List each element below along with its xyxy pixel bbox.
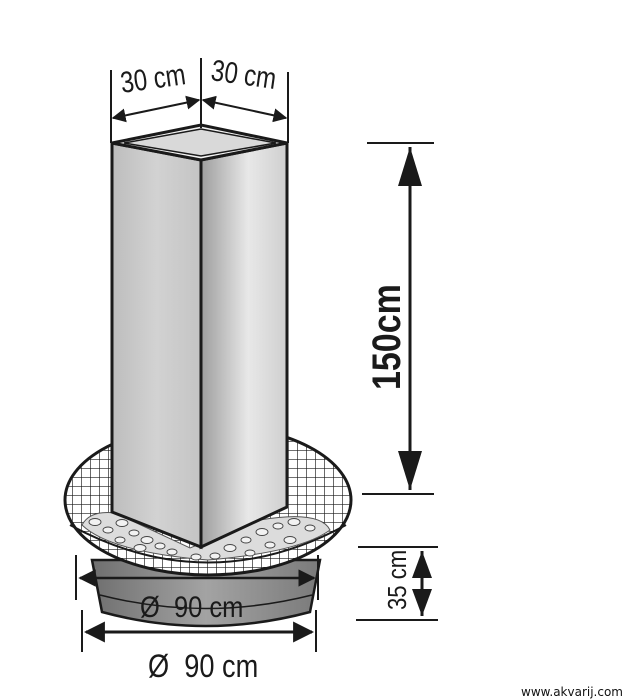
width-right-label: 30 cm (209, 53, 278, 96)
column-height-label: 150cm (363, 284, 408, 390)
inner-diameter-dimension (75, 555, 319, 600)
base-height-label: 35 cm (383, 550, 412, 610)
outer-diameter-label: Ø 90 cm (148, 649, 258, 685)
outer-diameter-dimension (81, 610, 317, 652)
width-dimension (110, 58, 289, 143)
base-height-dimension (356, 546, 438, 621)
inner-diameter-label: Ø 90 cm (140, 590, 243, 623)
column-height-dimension (362, 142, 434, 495)
watermark: www.akvarij.com (521, 685, 623, 699)
pebbles (81, 512, 331, 561)
width-left-label: 30 cm (118, 57, 187, 100)
column (110, 123, 289, 550)
